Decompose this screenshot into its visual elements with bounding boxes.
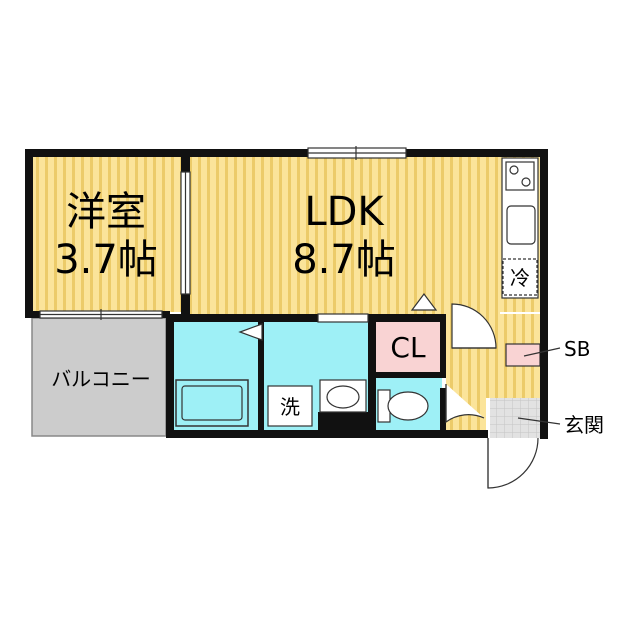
- entrance-label: 玄関: [564, 413, 604, 437]
- entrance-callout-line: [517, 417, 561, 425]
- fridge-space: [502, 258, 538, 296]
- ldk-label: LDK: [304, 189, 385, 235]
- closet-label: CL: [390, 331, 426, 364]
- fridge-label: 冷: [510, 266, 530, 290]
- bathtub-inner: [181, 385, 243, 421]
- door-swings: [238, 293, 539, 489]
- ldk-size: 8.7帖: [292, 237, 396, 283]
- ldk-floor: [190, 156, 500, 314]
- washer-space: [267, 385, 313, 427]
- sb-callout-line: [523, 347, 561, 357]
- balcony-label: バルコニー: [51, 367, 151, 391]
- shoebox-label: SB: [564, 337, 590, 361]
- balcony-area: [31, 317, 167, 437]
- western-room-label: 洋室: [66, 189, 146, 235]
- western-room-floor: [32, 156, 182, 312]
- closet-area: [376, 322, 440, 372]
- wash-basin-bowl: [326, 385, 360, 409]
- entrance-tiles: [490, 398, 540, 438]
- kitchen-sink-icon: [506, 205, 536, 245]
- western-room-size: 3.7帖: [54, 237, 158, 283]
- windows: [39, 146, 407, 323]
- toilet-icon: [377, 389, 429, 423]
- stove-icon: [505, 161, 535, 191]
- washer-label: 洗: [280, 395, 300, 419]
- shoebox: [505, 343, 541, 367]
